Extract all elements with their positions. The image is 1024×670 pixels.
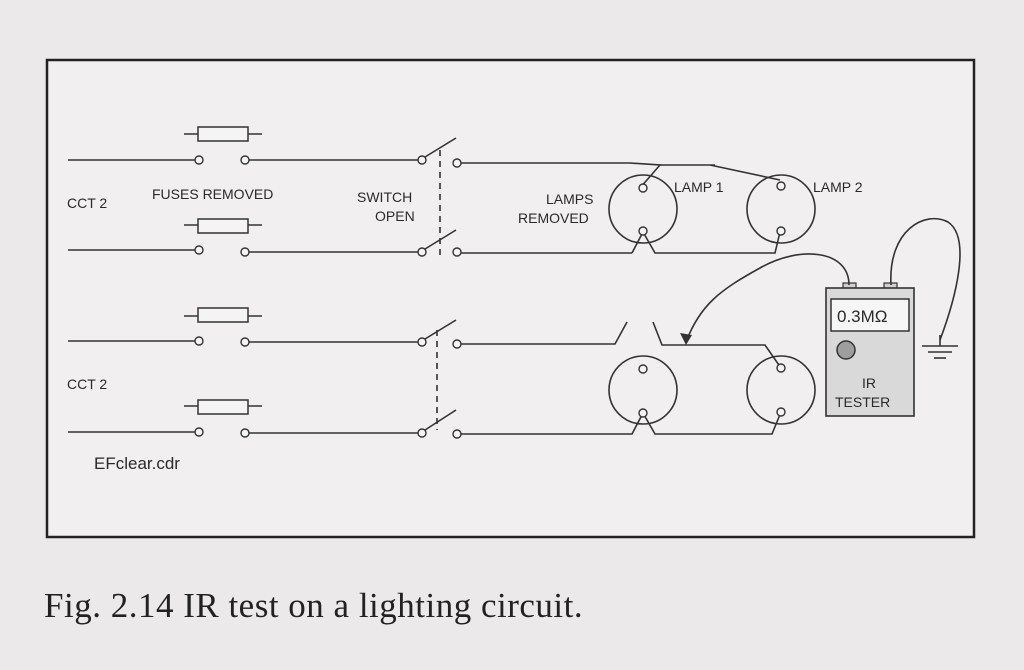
test-lead-earth [890,217,961,341]
tester-label-tester: TESTER [835,394,890,410]
lamp-2-label: LAMP 2 [813,179,863,195]
fuse-3 [184,307,262,323]
open-label: OPEN [375,208,415,224]
row-1-wiring [68,137,781,189]
lamp-2-holder [746,174,816,244]
fuses-removed-label: FUSES REMOVED [152,186,273,202]
removed-label: REMOVED [518,210,589,226]
lamp-1-holder [608,174,678,244]
lamp-3-holder [608,355,678,425]
tester-display [830,298,910,332]
lamp-4-holder [746,355,816,425]
lamp-1-label: LAMP 1 [674,179,724,195]
figure-caption: Fig. 2.14 IR test on a lighting circuit. [44,586,584,625]
tester-reading: 0.3MΩ [837,307,888,326]
tester-knob [836,340,856,360]
cct-label-lower: CCT 2 [67,376,107,392]
tester-label-ir: IR [862,375,876,391]
fuse-2 [184,218,262,234]
filename-label: EFclear.cdr [94,454,180,473]
test-lead-line [685,253,850,343]
switch-label: SWITCH [357,189,412,205]
earth-symbol [922,335,958,359]
test-lead-arrowhead [680,333,692,345]
lamps-label: LAMPS [546,191,593,207]
cct-label-upper: CCT 2 [67,195,107,211]
fuse-4 [184,399,262,415]
fuse-1 [184,126,262,142]
